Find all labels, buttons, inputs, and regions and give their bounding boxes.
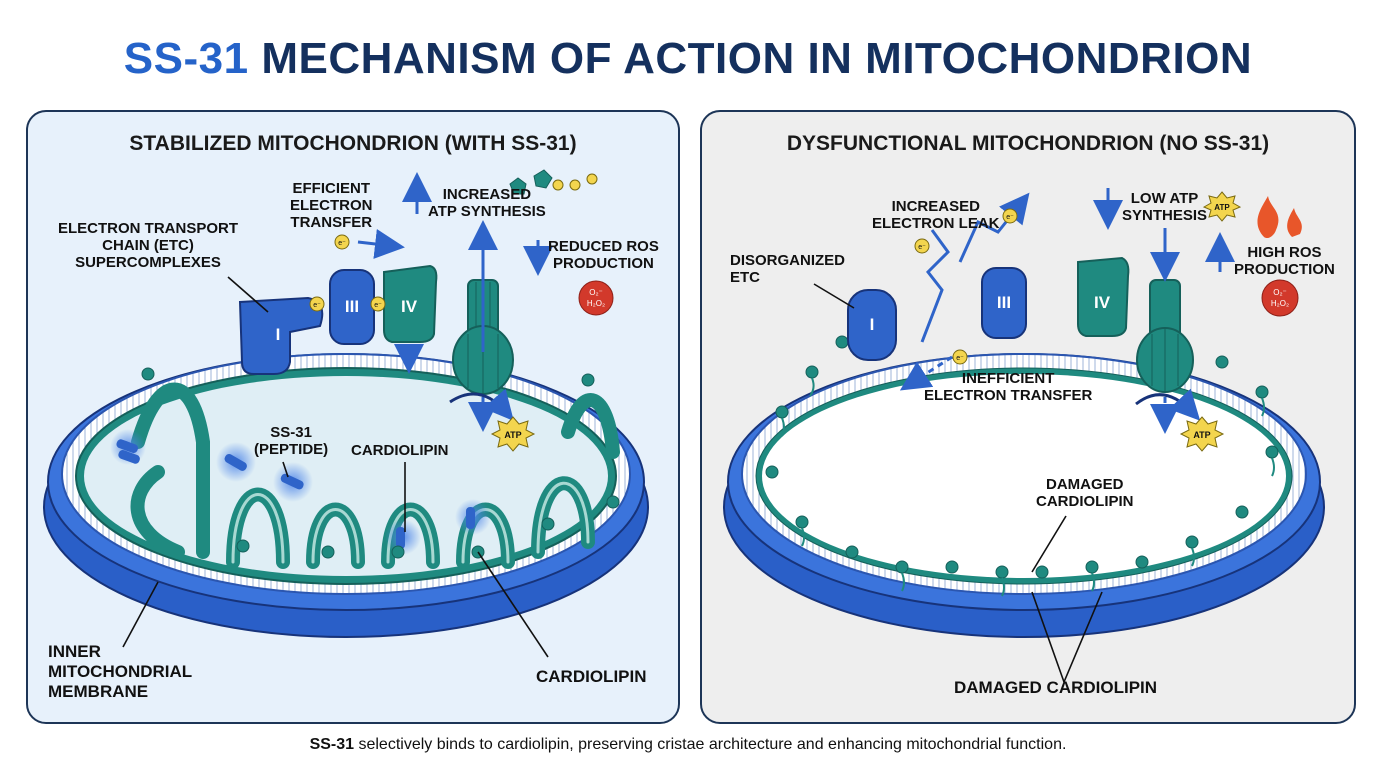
complex-i-label: I: [870, 315, 875, 334]
atp-badge-label: ATP: [1193, 430, 1210, 440]
high-ros-label: HIGH ROS PRODUCTION: [1234, 244, 1335, 278]
complex-i-shape: [847, 289, 897, 361]
electron-leak-label: INCREASED ELECTRON LEAK: [872, 198, 1000, 232]
atp-star-icon: [1179, 416, 1225, 452]
title-highlight: SS-31: [123, 34, 249, 83]
cardiolipin-inner-label: CARDIOLIPIN: [351, 442, 449, 459]
dysfunctional-mitochondrion-diagram: e⁻ e⁻ e⁻ ATP ATP O₂⁻ H₂O₂ I III IV: [723, 188, 1325, 683]
ros-o2-label: O₂⁻: [589, 288, 603, 297]
caption-text: selectively binds to cardiolipin, preser…: [354, 736, 1067, 753]
complex-iv-label: IV: [401, 297, 418, 316]
electron-label: e⁻: [313, 302, 321, 309]
left-panel-title: STABILIZED MITOCHONDRION (WITH SS-31): [129, 132, 577, 155]
atp-star-icon: [1202, 191, 1242, 222]
ss31-peptides: [110, 429, 491, 555]
right-panel-title: DYSFUNCTIONAL MITOCHONDRION (NO SS-31): [786, 132, 1270, 155]
atp-molecule-icon: [509, 169, 553, 195]
disorganized-etc-label: DISORGANIZED ETC: [730, 252, 846, 286]
stabilized-panel: e⁻ e⁻ e⁻ ATP O₂⁻ H₂O₂ I III IV STABILIZE…: [26, 110, 680, 724]
atp-synthase-shape: [1136, 279, 1194, 393]
dysfunctional-panel: e⁻ e⁻ e⁻ ATP ATP O₂⁻ H₂O₂ I III IV DYSFU…: [700, 110, 1356, 724]
cardiolipin-bottom-label: CARDIOLIPIN: [536, 667, 647, 686]
ros-badge: [1261, 279, 1299, 317]
ros-h2o2-label: H₂O₂: [587, 299, 605, 308]
complex-iii-shape: [981, 267, 1027, 339]
stabilized-mitochondrion-diagram: e⁻ e⁻ e⁻ ATP O₂⁻ H₂O₂ I III IV: [43, 169, 649, 658]
electron-label: e⁻: [956, 355, 964, 362]
efficient-transfer-label: EFFICIENT ELECTRON TRANSFER: [290, 180, 373, 231]
electron-label: e⁻: [1006, 214, 1014, 221]
ros-o2-label: O₂⁻: [1273, 288, 1287, 297]
complex-i-label: I: [276, 325, 281, 344]
inefficient-transfer-label: INEFFICIENT ELECTRON TRANSFER: [924, 370, 1093, 404]
complex-iii-label: III: [997, 293, 1011, 312]
complex-iv-shape: [1077, 256, 1130, 337]
atp-star-icon: [490, 416, 536, 452]
flame-icon: [1257, 196, 1302, 239]
ros-badge: [578, 280, 614, 316]
electron-label: e⁻: [918, 244, 926, 251]
atp-badge-label: ATP: [1214, 203, 1230, 212]
complex-iii-label: III: [345, 297, 359, 316]
ros-h2o2-label: H₂O₂: [1271, 299, 1289, 308]
caption-bold: SS-31: [309, 736, 355, 753]
electron-label: e⁻: [338, 240, 346, 247]
damaged-cardiolipin-inner-label: DAMAGED CARDIOLIPIN: [1036, 476, 1134, 510]
inner-membrane-label: INNER MITOCHONDRIAL MEMBRANE: [48, 642, 193, 701]
electron-badges: [914, 208, 1018, 365]
ss31-peptide-label: SS-31 (PEPTIDE): [254, 424, 329, 458]
caption: SS-31 selectively binds to cardiolipin, …: [0, 736, 1376, 754]
atp-badge-label: ATP: [504, 430, 521, 440]
title-rest: MECHANISM OF ACTION IN MITOCHONDRION: [261, 34, 1253, 83]
etc-label: ELECTRON TRANSPORT CHAIN (ETC) SUPERCOMP…: [58, 220, 238, 271]
page-title: SS-31 MECHANISM OF ACTION IN MITOCHONDRI…: [0, 34, 1376, 84]
electron-label: e⁻: [374, 302, 382, 309]
complex-iv-label: IV: [1094, 293, 1111, 312]
complex-iv-shape: [383, 264, 438, 343]
reduced-ros-label: REDUCED ROS PRODUCTION: [548, 238, 659, 272]
cardiolipin-lipids: [141, 367, 620, 559]
damaged-cardiolipin-bottom-label: DAMAGED CARDIOLIPIN: [954, 678, 1158, 697]
increased-atp-label: INCREASED ATP SYNTHESIS: [428, 186, 546, 220]
low-atp-label: LOW ATP SYNTHESIS: [1122, 190, 1208, 224]
